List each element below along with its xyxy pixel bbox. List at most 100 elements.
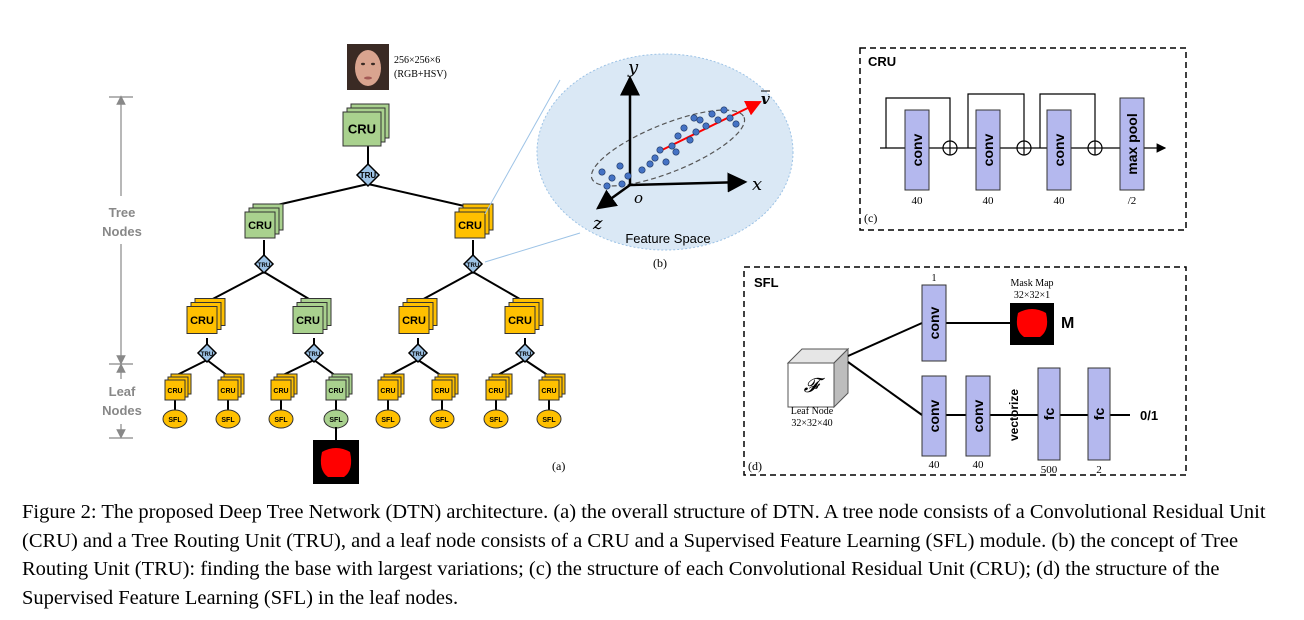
feature-point bbox=[680, 124, 688, 132]
leaf-cru-node: CRU bbox=[270, 373, 298, 401]
panel-c-label: (c) bbox=[864, 211, 877, 225]
cru-label: CRU bbox=[296, 315, 320, 327]
feature-point bbox=[708, 110, 716, 118]
leaf-node-cube bbox=[786, 347, 850, 409]
input-dims: 256×256×6 bbox=[394, 55, 440, 66]
tree-nodes-label-1: Tree bbox=[109, 205, 136, 220]
residual-add-nodes bbox=[942, 140, 1103, 156]
leaf-cru-node: CRU bbox=[431, 373, 459, 401]
mask-map-image bbox=[1010, 303, 1054, 345]
tru-label: TRU bbox=[519, 352, 531, 358]
sfl-node: SFL bbox=[268, 409, 294, 429]
tru-label: TRU bbox=[360, 171, 377, 180]
layer-block: max pool/2 bbox=[1119, 97, 1145, 207]
layer-size: 2 bbox=[1096, 464, 1102, 476]
layer-size: 40 bbox=[912, 195, 924, 207]
leaf-cru-node: CRU bbox=[325, 373, 353, 401]
feature-points bbox=[598, 106, 740, 190]
panel-d-label: (d) bbox=[748, 459, 762, 473]
sfl-label: SFL bbox=[489, 417, 503, 424]
feature-point bbox=[616, 162, 624, 170]
sfl-label: SFL bbox=[329, 417, 343, 424]
layer-size: 40 bbox=[929, 459, 941, 471]
tru-node: TRU bbox=[355, 162, 381, 188]
feature-point bbox=[692, 128, 700, 136]
origin-label: o bbox=[634, 189, 643, 207]
mask-map-dims: 32×32×1 bbox=[1014, 290, 1050, 301]
panel-b-label: (b) bbox=[653, 256, 667, 270]
leaf-nodes-label-1: Leaf bbox=[109, 384, 136, 399]
leaf-cru-node: CRU bbox=[164, 373, 192, 401]
leaf-cru-label: CRU bbox=[380, 388, 395, 395]
caption-text: The proposed Deep Tree Network (DTN) arc… bbox=[22, 501, 1266, 609]
feature-point bbox=[624, 172, 632, 180]
cru-node: CRU bbox=[398, 298, 438, 334]
tru-node: TRU bbox=[514, 342, 536, 364]
feature-point bbox=[726, 114, 734, 122]
feature-point bbox=[662, 158, 670, 166]
sfl-label: SFL bbox=[168, 417, 182, 424]
feature-point bbox=[651, 154, 659, 162]
axis-x-label: x bbox=[752, 174, 762, 195]
leaf-mask-image bbox=[313, 440, 359, 484]
max-variance-vector bbox=[661, 100, 762, 151]
sfl-label: SFL bbox=[274, 417, 288, 424]
input-mode: (RGB+HSV) bbox=[394, 69, 447, 80]
sfl-label: SFL bbox=[435, 417, 449, 424]
feature-point bbox=[656, 146, 664, 154]
leaf-cru-label: CRU bbox=[220, 388, 235, 395]
feature-point bbox=[686, 136, 694, 144]
tree-nodes-label-2: Nodes bbox=[102, 224, 142, 239]
cru-node: CRU bbox=[504, 298, 544, 334]
leaf-cru-label: CRU bbox=[434, 388, 449, 395]
output-label: 0/1 bbox=[1140, 408, 1158, 423]
cru-label: CRU bbox=[248, 220, 272, 232]
feature-point bbox=[618, 180, 626, 188]
sfl-node: SFL bbox=[375, 409, 401, 429]
layer-name: max pool bbox=[1124, 113, 1140, 174]
cru-label: CRU bbox=[348, 122, 376, 137]
leaf-nodes-label-2: Nodes bbox=[102, 403, 142, 418]
leaf-cru-node: CRU bbox=[377, 373, 405, 401]
tru-label: TRU bbox=[412, 352, 424, 358]
layer-size: /2 bbox=[1128, 195, 1137, 207]
leaf-cru-label: CRU bbox=[328, 388, 343, 395]
axis-y-label: y bbox=[627, 57, 639, 78]
cru-node: CRU bbox=[454, 203, 494, 239]
tru-label: TRU bbox=[467, 263, 479, 269]
cru-node: CRU bbox=[292, 298, 332, 334]
leaf-cru-label: CRU bbox=[541, 388, 556, 395]
mask-symbol: M bbox=[1061, 315, 1074, 332]
feature-point bbox=[668, 142, 676, 150]
tru-node: TRU bbox=[253, 253, 275, 275]
layer-name: fc bbox=[1091, 408, 1107, 421]
feature-point bbox=[674, 132, 682, 140]
caption-label: Figure 2: bbox=[22, 501, 97, 523]
leaf-cru-node: CRU bbox=[538, 373, 566, 401]
leaf-node-dims: 32×32×40 bbox=[791, 418, 832, 429]
layer-name: conv bbox=[926, 399, 942, 432]
input-face-image bbox=[347, 44, 389, 90]
layer-block: conv 40 bbox=[921, 375, 947, 471]
feature-point bbox=[714, 116, 722, 124]
feature-point bbox=[672, 148, 680, 156]
layer-size: 40 bbox=[983, 195, 995, 207]
tru-node: TRU bbox=[462, 253, 484, 275]
layer-name: conv bbox=[970, 399, 986, 432]
axis-z-label: z bbox=[592, 213, 603, 234]
mask-map-title: Mask Map bbox=[1010, 278, 1053, 289]
feature-point bbox=[608, 174, 616, 182]
cru-label: CRU bbox=[402, 315, 426, 327]
leaf-node-label: Leaf Node bbox=[791, 406, 834, 417]
feature-space-title: Feature Space bbox=[625, 231, 710, 246]
sfl-node: SFL bbox=[323, 409, 349, 429]
sfl-label: SFL bbox=[381, 417, 395, 424]
architecture-figure: Tree Nodes Leaf Nodes 256×256×6 (RGB+HSV… bbox=[102, 44, 1187, 484]
feature-point bbox=[598, 168, 606, 176]
cru-node: CRU bbox=[186, 298, 226, 334]
